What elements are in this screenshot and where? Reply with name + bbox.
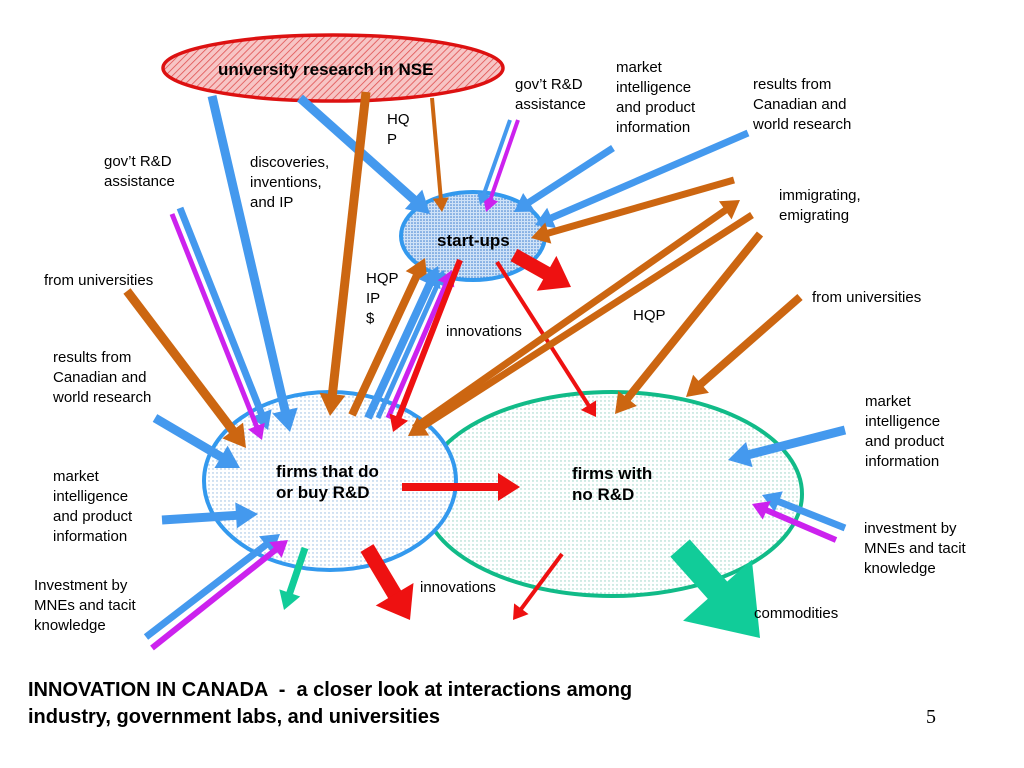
from-universities-right-label: from universities	[812, 289, 922, 306]
arrow-results-left-to-firms	[152, 414, 240, 469]
innovations-middle-label: innovations	[446, 323, 522, 340]
arrow-govt-purple-to-startups	[483, 119, 520, 212]
university-node	[161, 33, 505, 103]
arrow-firms-out-green	[279, 546, 309, 610]
commodities-label: commodities	[754, 605, 839, 622]
arrow-market-to-startups	[514, 145, 615, 212]
arrow-firms-to-startups-orange	[348, 258, 428, 417]
hqp-right-label: HQP	[633, 307, 666, 324]
arrow-invest-blue-to-nord	[762, 491, 847, 532]
arrow-nord-commodities-green	[670, 539, 760, 638]
immigrating-emigrating-label: immigrating, emigrating	[779, 187, 861, 224]
arrow-firms-to-startups-blue	[364, 266, 441, 420]
arrow-firms-out-red	[360, 544, 414, 620]
startups-label: start-ups	[437, 231, 510, 250]
arrow-immig-to-startups	[531, 176, 735, 244]
discoveries-label: discoveries, inventions, and IP	[250, 154, 330, 211]
arrow-firms-to-immig	[411, 200, 740, 431]
arrow-univ-right-to-nord	[686, 293, 803, 397]
hqp-ip-money-label: HQP IP $	[366, 270, 399, 327]
govt-rd-assistance-top-label: gov’t R&D assistance	[515, 76, 586, 113]
flow-arrows	[123, 91, 847, 651]
arrow-hqp-to-nord	[615, 231, 764, 414]
arrow-govt-blue-to-startups	[477, 119, 512, 205]
page-number: 5	[926, 706, 936, 728]
firms-rd-label: firms that do or buy R&D	[276, 462, 379, 502]
arrow-market-left-to-firms	[161, 502, 258, 529]
hqp-top-label: HQ P	[387, 111, 410, 148]
arrow-firms-to-nord-red	[402, 473, 520, 501]
investment-mnes-left-label: Investment by MNEs and tacit knowledge	[34, 577, 136, 634]
investment-mnes-right-label: investment by MNEs and tacit knowledge	[864, 520, 966, 577]
results-research-left-label: results from Canadian and world research	[53, 349, 152, 406]
innovations-bottom-label: innovations	[420, 579, 496, 596]
arrow-invest-purple-to-firms	[150, 540, 288, 651]
slide-title: INNOVATION IN CANADA - a closer look at …	[28, 679, 633, 728]
arrow-market-right-to-nord	[728, 425, 847, 468]
market-intelligence-left-label: market intelligence and product informat…	[53, 468, 133, 545]
from-universities-left-label: from universities	[44, 272, 154, 289]
govt-rd-assistance-left-label: gov’t R&D assistance	[104, 153, 175, 190]
arrow-univ-to-firms-blue	[207, 94, 298, 432]
arrow-firms-to-startups-blue2	[375, 270, 447, 420]
arrow-invest-purple-to-nord	[752, 501, 838, 543]
arrow-govt-purple-to-firms	[169, 213, 265, 440]
arrow-univ-to-firms-orange	[319, 91, 371, 416]
firms-no-rd-label: firms with no R&D	[572, 464, 653, 504]
market-intelligence-top-label: market intelligence and product informat…	[616, 59, 696, 136]
arrow-govt-blue-to-firms	[176, 206, 272, 430]
arrow-invest-blue-to-firms	[143, 534, 280, 640]
arrow-startups-to-firms-red	[389, 258, 463, 432]
university-label: university research in NSE	[218, 60, 434, 79]
arrow-results-to-startups	[535, 129, 750, 228]
market-intelligence-right-label: market intelligence and product informat…	[865, 393, 945, 470]
arrow-univ-left-to-firms	[123, 288, 246, 448]
arrow-nord-innovations-red	[513, 552, 564, 620]
arrow-univ-to-startups-orange	[430, 97, 449, 212]
results-research-top-label: results from Canadian and world research	[753, 76, 852, 133]
arrow-startups-out-red	[510, 248, 571, 291]
